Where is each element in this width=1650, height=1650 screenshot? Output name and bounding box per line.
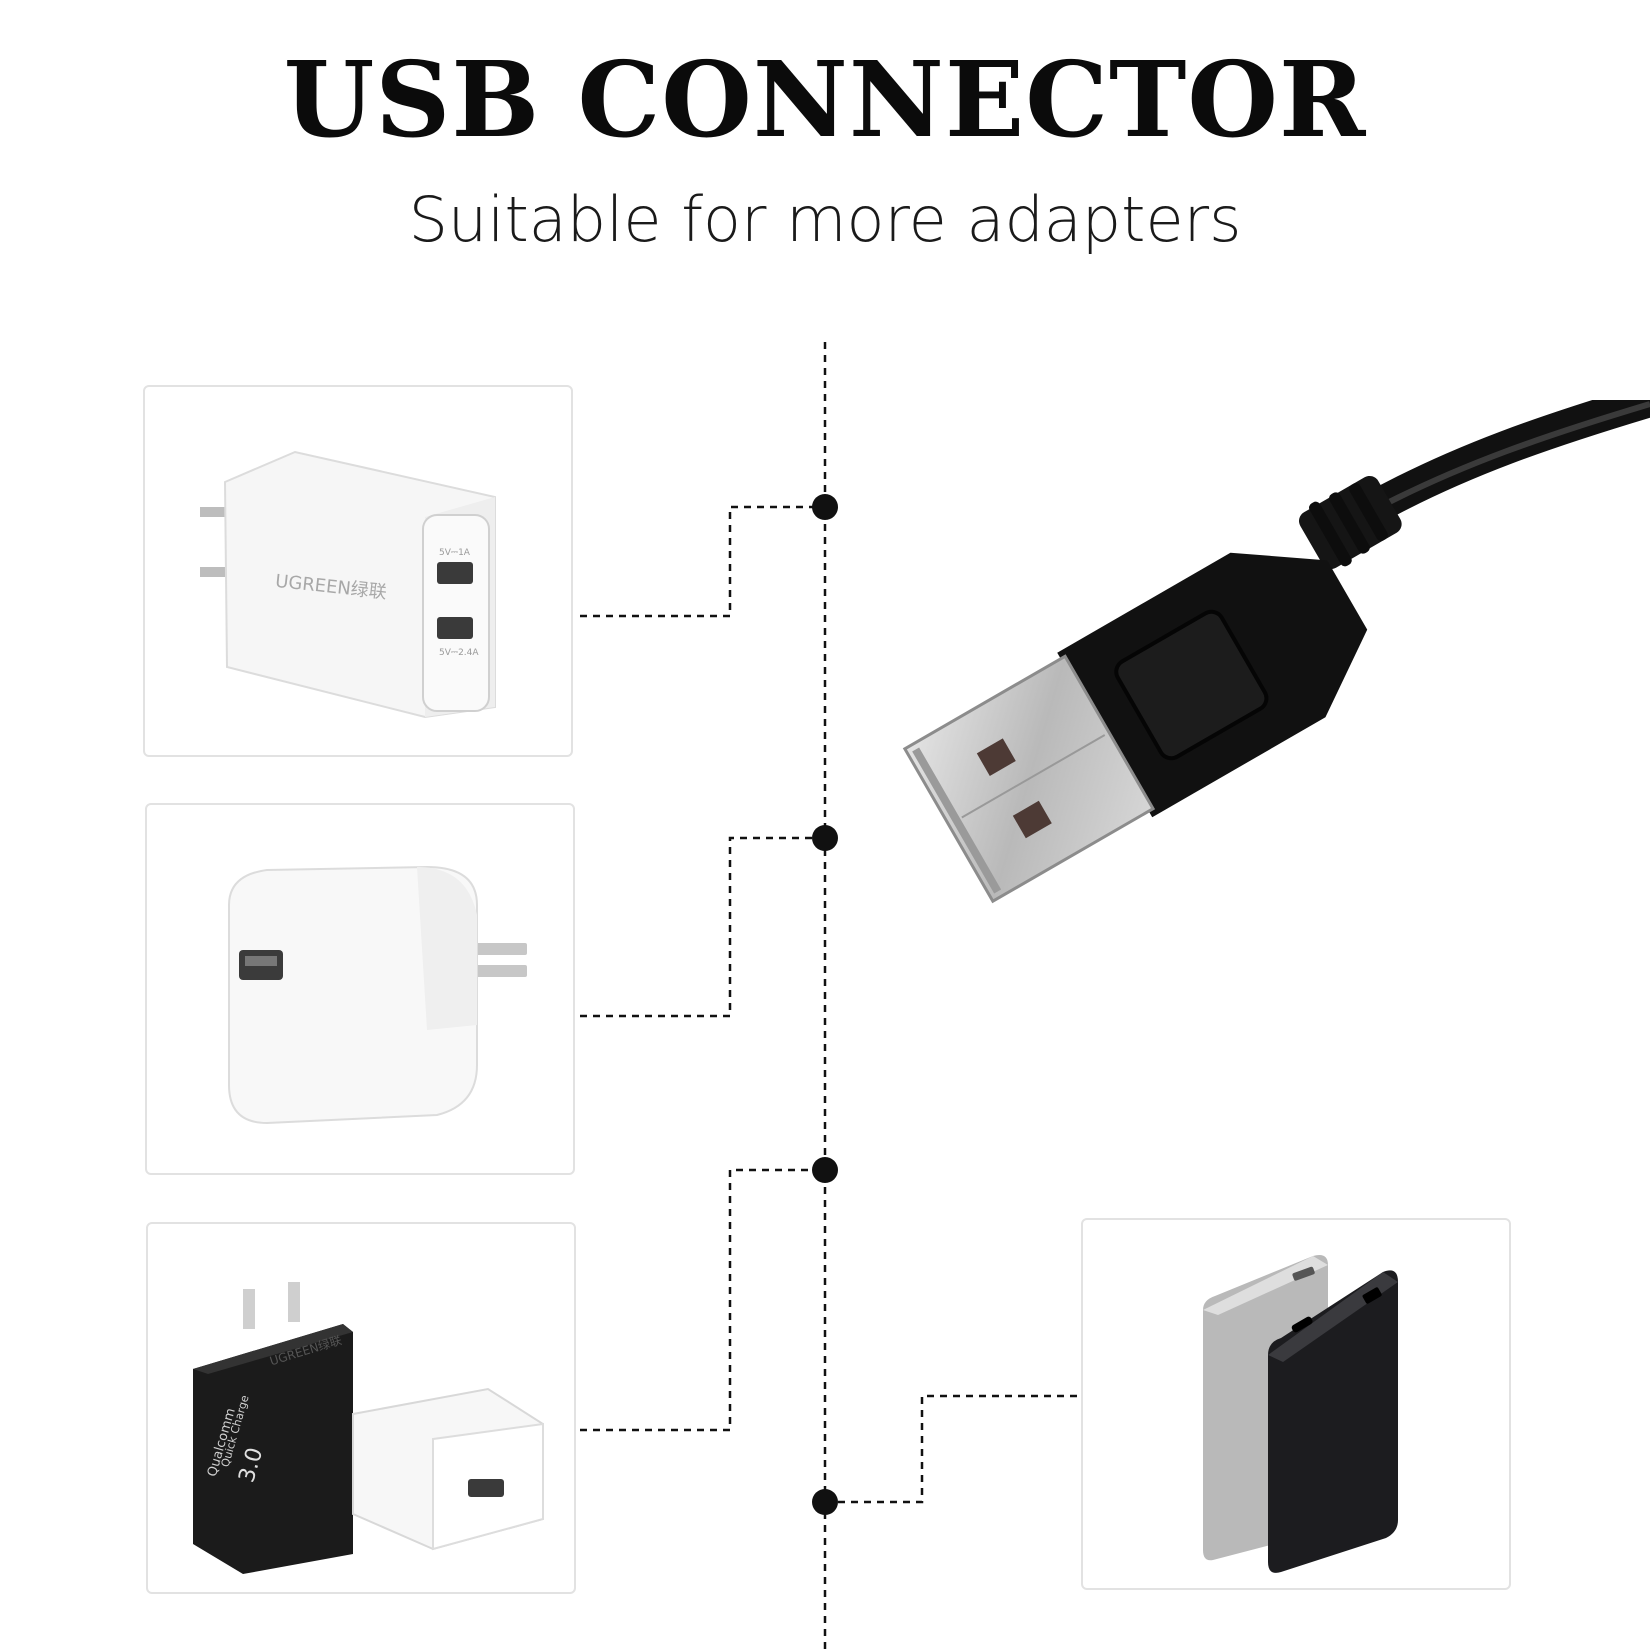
junction-dot-2 [812,825,838,851]
usb-plug-icon [902,400,1650,904]
power-bank-icon [1203,1255,1398,1573]
single-usb-adapter-icon [228,865,527,1125]
adapter-card-dual-usb: 5V⎓1A 5V⎓2.4A UGREEN绿联 [143,385,573,757]
quick-charge-adapters-icon: Qualcomm Quick Charge 3.0 UGREEN绿联 [193,1282,544,1574]
connector-line-1 [580,505,825,618]
page-subtitle: Suitable for more adapters [408,183,1242,256]
junction-dot-4 [812,1489,838,1515]
page-title: USB CONNECTOR [283,38,1367,161]
port-label-1: 5V⎓1A [439,548,471,558]
adapter-card-quick-charge: Qualcomm Quick Charge 3.0 UGREEN绿联 [146,1222,576,1594]
connector-line-2 [580,836,825,1018]
connector-line-4 [825,1394,1078,1504]
adapter-card-power-bank [1081,1218,1511,1590]
adapter-card-single-usb [145,803,575,1175]
junction-dot-1 [812,494,838,520]
port-label-2: 5V⎓2.4A [439,648,479,658]
junction-dot-3 [812,1157,838,1183]
dual-usb-charger-icon: 5V⎓1A 5V⎓2.4A UGREEN绿联 [200,450,496,719]
connector-line-3 [580,1168,825,1432]
